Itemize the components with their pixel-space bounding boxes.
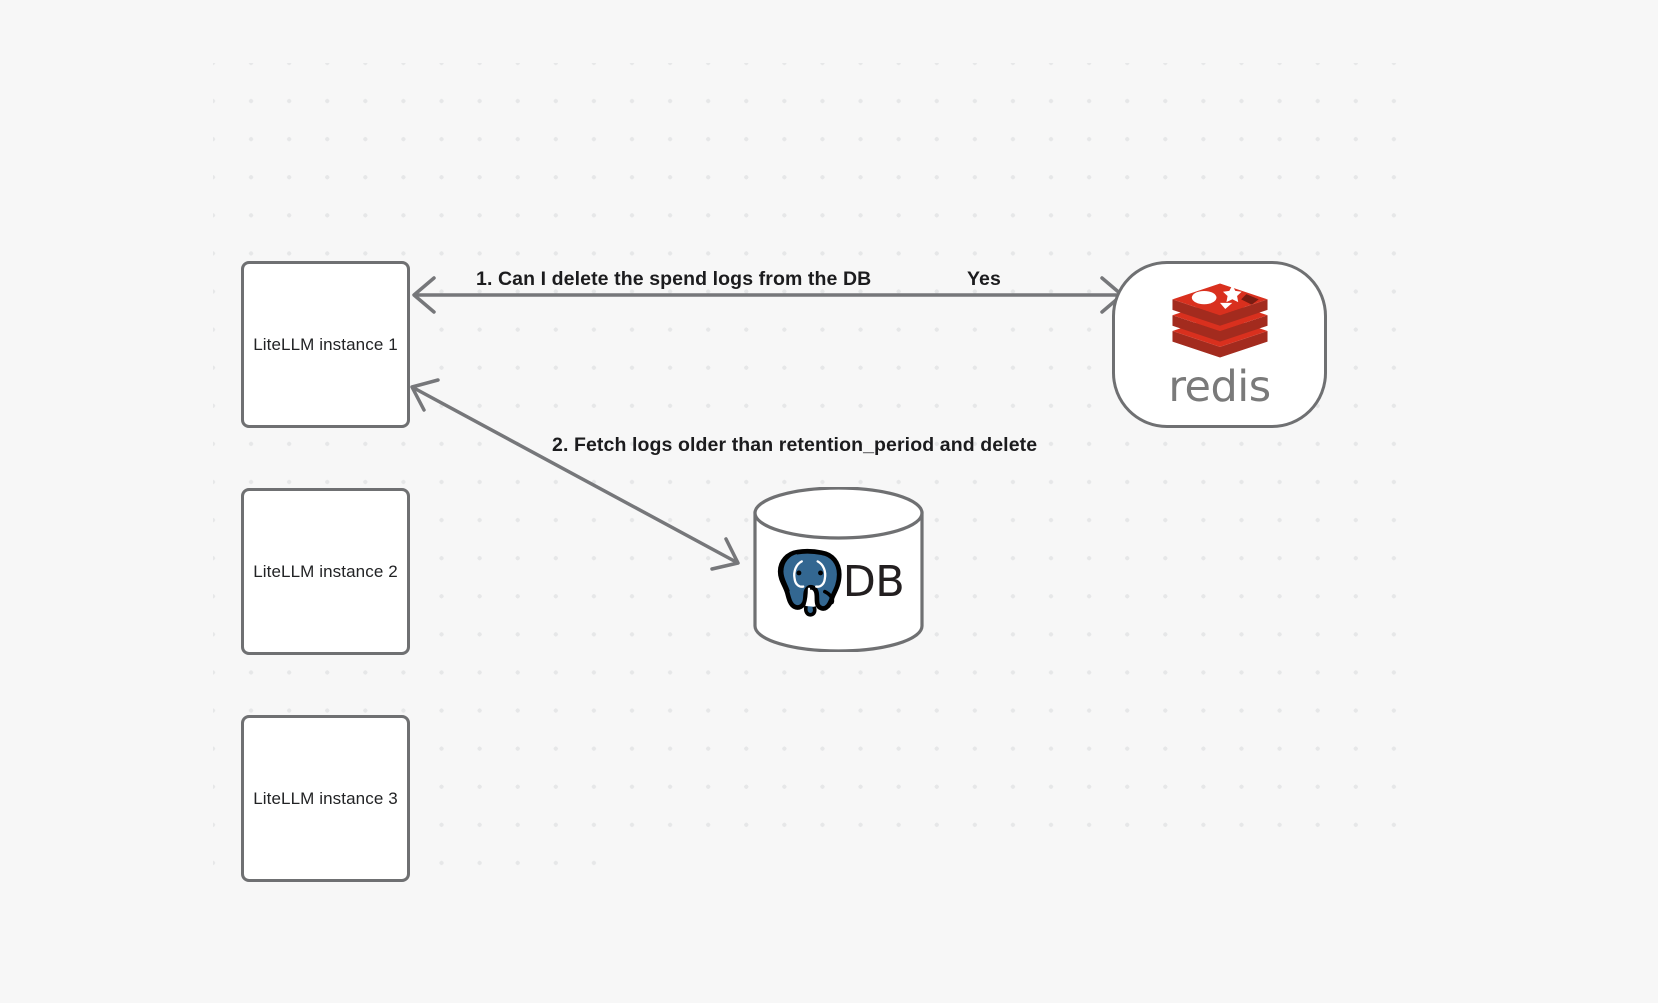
redis-logo-icon	[1171, 283, 1268, 358]
db-content: DB	[752, 487, 925, 652]
node-redis[interactable]: redis	[1112, 261, 1327, 428]
redis-wordmark: redis	[1168, 362, 1271, 412]
node-litellm-instance-2[interactable]: LiteLLM instance 2	[241, 488, 410, 655]
edge-1-label: 1. Can I delete the spend logs from the …	[476, 268, 872, 290]
edge-1-arrowhead-left	[412, 276, 436, 314]
node-label: LiteLLM instance 1	[253, 334, 398, 354]
node-label: LiteLLM instance 3	[253, 788, 398, 808]
postgresql-elephant-icon	[777, 548, 842, 617]
edge-1-reply-label: Yes	[967, 268, 1001, 290]
node-label: LiteLLM instance 2	[253, 561, 398, 581]
edge-2-arrowhead-end	[710, 537, 740, 571]
db-label: DB	[842, 557, 905, 607]
node-postgres-db[interactable]: DB	[752, 487, 925, 652]
node-litellm-instance-3[interactable]: LiteLLM instance 3	[241, 715, 410, 882]
node-litellm-instance-1[interactable]: LiteLLM instance 1	[241, 261, 410, 428]
edge-2-label: 2. Fetch logs older than retention_perio…	[552, 434, 1038, 456]
dot-grid-mask	[598, 845, 1418, 905]
edge-2-line	[411, 385, 739, 565]
edge-2-arrowhead-start	[410, 378, 440, 412]
edge-instance-1-to-db	[410, 378, 740, 571]
